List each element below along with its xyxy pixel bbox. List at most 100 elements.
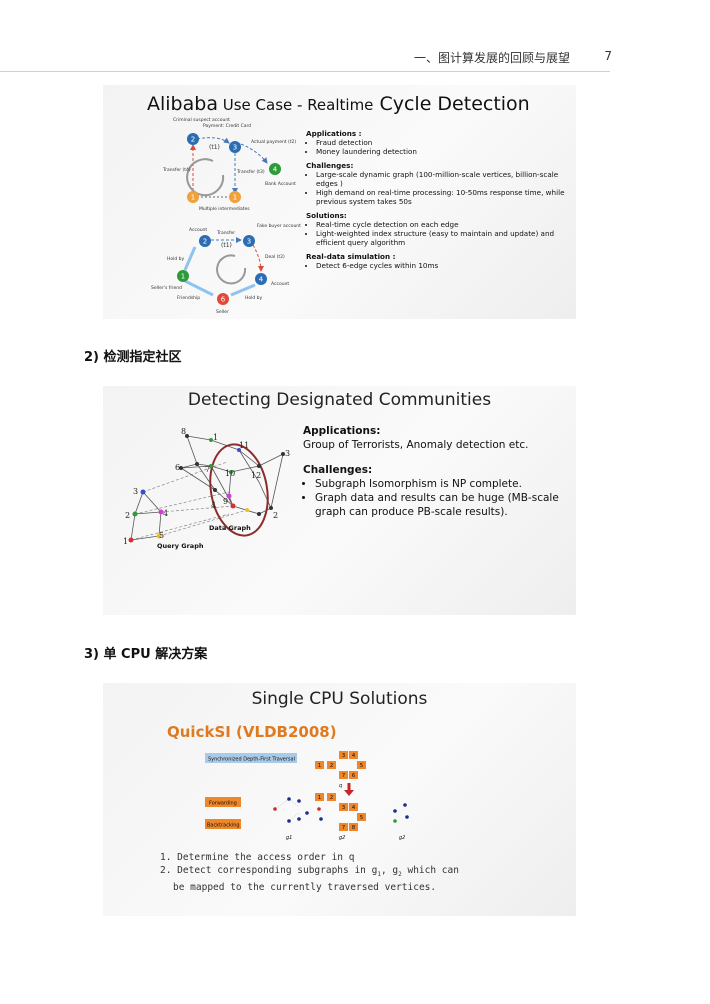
- node-top-3: 3: [233, 144, 237, 152]
- label-sellers-friend: Seller's friend: [151, 285, 182, 291]
- label-criminal: Criminal suspect account: [173, 117, 230, 123]
- query-graph-label: Query Graph: [157, 542, 204, 550]
- label-transfer-right: Transfer (t3): [236, 169, 265, 175]
- box-4: 4: [352, 753, 356, 759]
- g3-label: g2: [399, 835, 405, 841]
- box-5: 5: [360, 763, 364, 769]
- data-node-1: 1: [213, 433, 218, 442]
- label-bank: Bank Account: [265, 181, 296, 187]
- community-diagram: 8 1 6 7 11 10 12 3 9 4 2 3 4 2 1 5 Data …: [123, 427, 290, 550]
- node-top-1b: 1: [233, 194, 237, 202]
- bullet-laundering: Money laundering detection: [316, 147, 568, 156]
- quicksi-diagram: Synchronized Depth-First Traversal Forwa…: [205, 751, 409, 841]
- solutions-heading: Solutions:: [306, 211, 347, 220]
- box-1: 1: [318, 763, 322, 769]
- label-account-right: Account: [271, 281, 289, 287]
- box-2b: 2: [330, 795, 334, 801]
- label-friendship: Friendship: [177, 295, 200, 301]
- applications-heading-2: Applications:: [303, 425, 381, 437]
- node-bottom-4: 4: [259, 276, 264, 284]
- section-3-heading: 3) 单 CPU 解决方案: [84, 647, 208, 662]
- data-graph-label: Data Graph: [209, 524, 251, 532]
- query-node-4: 4: [163, 509, 168, 518]
- label-t1: (t1): [209, 144, 220, 151]
- step-2-cont: be mapped to the currently traversed ver…: [173, 881, 437, 893]
- data-node-9: 9: [223, 497, 228, 506]
- box-7: 7: [342, 773, 346, 779]
- step-1: 1. Determine the access order in q: [160, 852, 355, 863]
- label-multiple: Multiple intermediates: [199, 206, 250, 212]
- node-top-2: 2: [191, 136, 195, 144]
- box-3b: 3: [342, 805, 346, 811]
- box-6: 6: [352, 773, 356, 779]
- label-transfer-b: Transfer: [216, 230, 235, 236]
- running-header-title: 一、图计算发展的回顾与展望: [413, 51, 570, 65]
- g1-label: g1: [286, 835, 292, 841]
- data-node-4: 4: [211, 501, 216, 510]
- slide3-subtitle: QuickSI (VLDB2008): [167, 723, 337, 741]
- data-node-8: 8: [181, 427, 186, 436]
- box-7b: 7: [342, 825, 346, 831]
- label-fake-buyer: Fake buyer account: [257, 223, 301, 229]
- forwarding-label: Forwarding: [209, 801, 237, 807]
- data-node-12: 12: [251, 471, 261, 480]
- data-node-10: 10: [225, 469, 235, 478]
- label-hold-by-right: Hold by: [245, 295, 263, 301]
- page-number: 7: [604, 49, 612, 63]
- data-node-11: 11: [239, 441, 249, 450]
- bullet-huge-results: Graph data and results can be huge (MB-s…: [315, 491, 573, 519]
- node-top-4: 4: [273, 166, 278, 174]
- step-2: 2. Detect corresponding subgraphs in g1,…: [160, 865, 459, 878]
- bullet-cycle-detection: Real-time cycle detection on each edge: [316, 220, 568, 229]
- box-2: 2: [330, 763, 334, 769]
- challenges-heading-2: Challenges:: [303, 464, 373, 476]
- label-transfer-left: Transfer (t4): [162, 167, 191, 173]
- sync-label: Synchronized Depth-First Traversal: [208, 757, 295, 763]
- slide1-title: Alibaba Use Case - Realtime Cycle Detect…: [147, 93, 530, 115]
- slide2-bullets: Applications: Group of Terrorists, Anoma…: [303, 424, 573, 519]
- box-5b: 5: [360, 815, 364, 821]
- bullet-fraud: Fraud detection: [316, 138, 568, 147]
- label-t1b: (t1): [221, 242, 232, 249]
- slide3-title: Single CPU Solutions: [251, 689, 428, 709]
- cycle-detection-diagram: 2 3 4 1 1 Criminal suspect account Payme…: [151, 117, 301, 315]
- slide-designated-communities: Detecting Designated Communities: [103, 386, 576, 615]
- applications-text: Group of Terrorists, Anomaly detection e…: [303, 439, 529, 451]
- label-seller: Seller: [216, 309, 229, 315]
- section-2-heading: 2) 检测指定社区: [84, 350, 182, 365]
- slide-cycle-detection: Alibaba Use Case - Realtime Cycle Detect…: [103, 85, 576, 319]
- box-4b: 4: [352, 805, 356, 811]
- node-bottom-6: 6: [221, 296, 226, 304]
- box-3: 3: [342, 753, 346, 759]
- label-account: Account: [189, 227, 207, 233]
- slide-single-cpu: Single CPU Solutions QuickSI (VLDB2008) …: [103, 683, 576, 916]
- label-deal: Deal (t2): [265, 254, 285, 260]
- data-node-2: 2: [273, 511, 278, 520]
- label-actual: Actual payment (t2): [251, 139, 296, 145]
- node-bottom-3: 3: [247, 238, 251, 246]
- applications-heading: Applications :: [306, 129, 362, 138]
- slide2-title: Detecting Designated Communities: [187, 390, 492, 410]
- slide1-bullets: Applications : Fraud detection Money lau…: [306, 129, 568, 270]
- node-bottom-2: 2: [203, 238, 207, 246]
- bullet-large-scale: Large-scale dynamic graph (100-million-s…: [316, 170, 568, 188]
- bullet-realtime: High demand on real-time processing: 10-…: [316, 188, 568, 206]
- query-node-1: 1: [123, 537, 128, 546]
- data-node-6: 6: [175, 463, 180, 472]
- label-payment: Payment: Credit Card: [203, 123, 251, 129]
- slide3-steps: 1. Determine the access order in q 2. De…: [160, 851, 459, 894]
- bullet-np-complete: Subgraph Isomorphism is NP complete.: [315, 477, 573, 491]
- page-header: 一、图计算发展的回顾与展望 7: [0, 49, 710, 72]
- data-node-7: 7: [205, 465, 210, 474]
- box-1b: 1: [318, 795, 322, 801]
- simulation-heading: Real-data simulation :: [306, 252, 396, 261]
- query-node-5: 5: [159, 531, 164, 540]
- backtracking-label: Backtracking: [207, 823, 240, 829]
- node-top-1a: 1: [191, 194, 195, 202]
- label-hold-by-left: Hold by: [167, 256, 185, 262]
- g2-label: g2: [339, 835, 345, 841]
- node-bottom-1: 1: [181, 273, 185, 281]
- query-node-2: 2: [125, 511, 130, 520]
- header-rule: [0, 71, 610, 72]
- query-node-3: 3: [133, 487, 138, 496]
